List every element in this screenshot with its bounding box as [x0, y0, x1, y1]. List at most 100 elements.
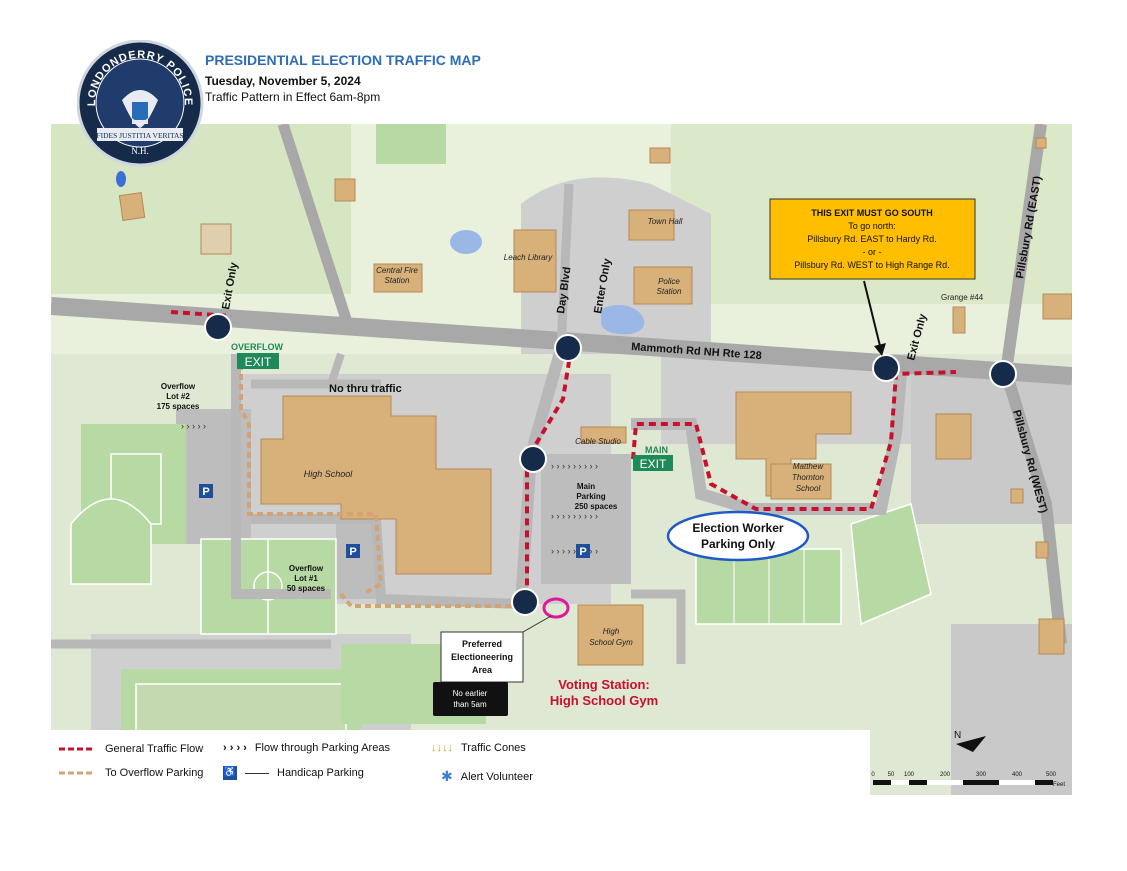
svg-text:175 spaces: 175 spaces: [157, 402, 200, 411]
svg-text:Thornton: Thornton: [792, 473, 825, 482]
svg-text:P: P: [579, 546, 586, 558]
legend-traffic-cones: ↓↓↓↓ Traffic Cones: [431, 742, 526, 754]
svg-text:P: P: [349, 546, 356, 558]
svg-text:N.H.: N.H.: [131, 146, 149, 156]
svg-text:Central Fire: Central Fire: [376, 266, 418, 275]
main-exit-sign: [633, 455, 673, 471]
svg-text:No earlier: No earlier: [453, 689, 488, 698]
event-date: Tuesday, November 5, 2024: [205, 74, 361, 88]
svg-text:Police: Police: [658, 277, 680, 286]
svg-text:Election Worker: Election Worker: [692, 521, 783, 535]
legend-handicap: ♿ Handicap Parking: [223, 766, 364, 780]
no-earlier-notice: No earlier than 5am: [433, 682, 508, 716]
town-hall: [628, 209, 675, 241]
svg-text:Station: Station: [385, 276, 410, 285]
svg-text:200: 200: [940, 772, 951, 778]
handicap-icon: ♿: [223, 766, 237, 780]
preferred-electioneering-area: Preferred Electioneering Area: [440, 597, 570, 683]
svg-text:To go north:: To go north:: [848, 221, 896, 231]
traffic-pattern-hours: Traffic Pattern in Effect 6am-8pm: [205, 90, 381, 104]
svg-text:50: 50: [888, 772, 895, 778]
main-label: MAIN: [645, 445, 668, 455]
svg-text:Overflow: Overflow: [289, 564, 324, 573]
traffic-map: › › › › › › › › › › › › › › › › › › › › …: [51, 124, 1072, 795]
central-fire-station: [373, 263, 423, 293]
svg-text:› › › › ›: › › › › ›: [181, 421, 206, 431]
cable-studio: [580, 426, 627, 444]
south-exit-callout: THIS EXIT MUST GO SOUTH To go north: Pil…: [769, 198, 976, 356]
parking-flow: › › › › › › › › › › › › › › › › › › › › …: [181, 421, 598, 556]
svg-text:EXIT: EXIT: [640, 457, 667, 471]
svg-text:Parking Only: Parking Only: [701, 537, 775, 551]
overflow-exit-sign: [237, 353, 279, 369]
svg-text:› › › › › › › › ›: › › › › › › › › ›: [551, 511, 598, 521]
police-checkpoints: [204, 313, 1017, 616]
svg-text:› › › › › › › › ›: › › › › › › › › ›: [551, 546, 598, 556]
grange-label: Grange #44: [941, 293, 984, 302]
svg-text:Preferred: Preferred: [462, 639, 502, 649]
cone-icon: ↓↓↓↓: [431, 742, 453, 754]
no-thru-traffic-label: No thru traffic: [329, 383, 402, 395]
map-legend: General Traffic Flow To Overflow Parking…: [51, 730, 870, 795]
map-title: PRESIDENTIAL ELECTION TRAFFIC MAP: [205, 52, 481, 68]
overflow-route: [239, 364, 384, 596]
svg-text:High School: High School: [304, 469, 354, 479]
legend-alert-volunteer: ✱ Alert Volunteer: [441, 768, 533, 784]
svg-text:Lot #2: Lot #2: [166, 392, 190, 401]
legend-overflow-parking: To Overflow Parking: [59, 767, 204, 779]
high-school: [260, 395, 492, 575]
day-boulevard: [556, 183, 574, 350]
enter-route: [525, 348, 573, 594]
svg-text:High: High: [603, 627, 620, 636]
police-seal-icon: LONDONDERRY POLICE FIDES JUSTITIA VERITA…: [77, 40, 204, 167]
svg-text:Electioneering: Electioneering: [451, 652, 513, 662]
svg-text:Main: Main: [577, 482, 595, 491]
matthew-thornton-school: [735, 391, 852, 497]
parking-icons: P P P: [199, 484, 590, 558]
svg-text:Area: Area: [472, 665, 493, 675]
svg-text:Voting Station:: Voting Station:: [558, 677, 649, 692]
svg-text:250 spaces: 250 spaces: [575, 502, 618, 511]
svg-text:THIS EXIT MUST GO SOUTH: THIS EXIT MUST GO SOUTH: [811, 208, 933, 218]
leach-library: [513, 229, 557, 293]
police-station: [633, 266, 693, 305]
election-worker-parking: Election Worker Parking Only: [666, 510, 810, 562]
svg-text:Cable Studio: Cable Studio: [575, 437, 621, 446]
pond: [450, 230, 482, 254]
svg-text:Pillsbury Rd. WEST to High Ran: Pillsbury Rd. WEST to High Range Rd.: [794, 260, 949, 270]
svg-text:0: 0: [871, 772, 875, 778]
pillsbury-road: [999, 124, 1067, 645]
svg-text:Matthew: Matthew: [793, 462, 824, 471]
lot-labels: Overflow Lot #2 175 spaces Overflow Lot …: [157, 382, 618, 593]
legend-general-flow: General Traffic Flow: [59, 743, 204, 755]
svg-text:Parking: Parking: [576, 492, 605, 501]
overflow-label: OVERFLOW: [231, 342, 284, 352]
svg-text:Pillsbury Rd. EAST to Hardy Rd: Pillsbury Rd. EAST to Hardy Rd.: [807, 234, 936, 244]
high-school-gym: [577, 604, 644, 666]
svg-text:Overflow: Overflow: [161, 382, 196, 391]
building-labels: Central Fire Station Leach Library Town …: [304, 217, 825, 647]
voting-station-label: Voting Station: High School Gym: [550, 677, 658, 708]
svg-text:High School Gym: High School Gym: [550, 693, 658, 708]
svg-text:300: 300: [976, 772, 987, 778]
svg-text:School Gym: School Gym: [589, 638, 633, 647]
svg-text:Feet: Feet: [1053, 782, 1065, 788]
svg-text:Lot #1: Lot #1: [294, 574, 318, 583]
svg-text:100: 100: [904, 772, 915, 778]
legend-parking-flow: › › › › Flow through Parking Areas: [223, 742, 390, 754]
callout-arrow: [863, 280, 882, 351]
alert-volunteer-icon: ✱: [441, 768, 453, 784]
svg-text:P: P: [202, 486, 209, 498]
svg-text:- or -: - or -: [863, 247, 882, 257]
svg-text:50 spaces: 50 spaces: [287, 584, 326, 593]
exit-route-east: [631, 370, 957, 511]
svg-text:EXIT: EXIT: [245, 355, 272, 369]
svg-text:than 5am: than 5am: [453, 700, 487, 709]
svg-text:› › › › › › › › ›: › › › › › › › › ›: [551, 461, 598, 471]
svg-text:Leach Library: Leach Library: [504, 253, 553, 262]
svg-text:N: N: [954, 730, 961, 741]
pond-2: [601, 305, 645, 335]
svg-text:Station: Station: [657, 287, 682, 296]
buildings: [118, 137, 1072, 666]
scale-bar: 0 50 100 200 300 400 500 Feet: [871, 772, 1065, 788]
